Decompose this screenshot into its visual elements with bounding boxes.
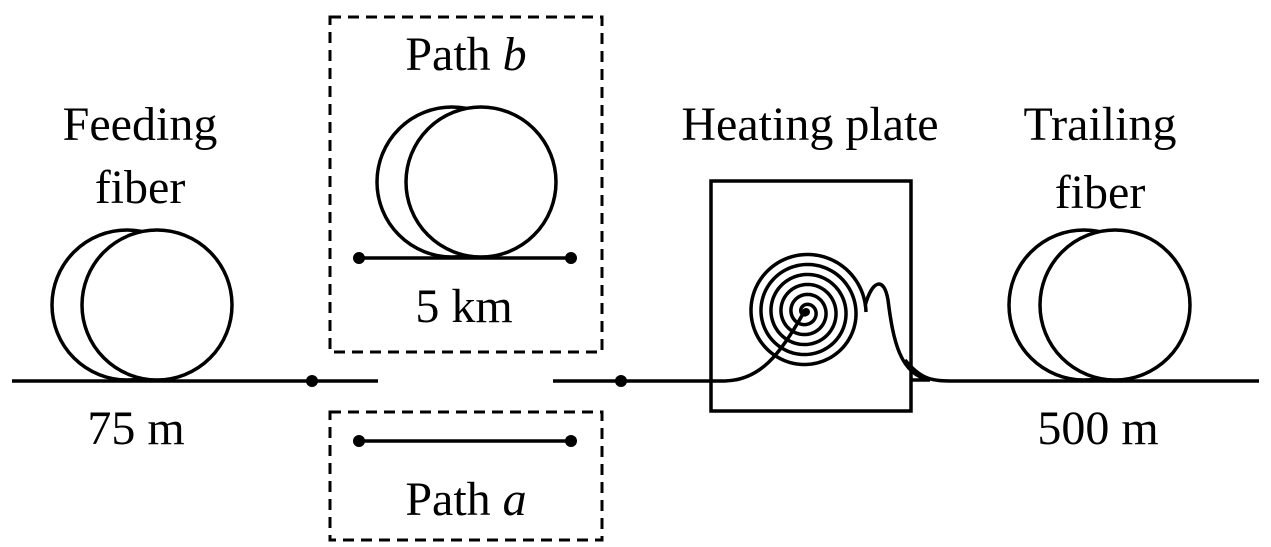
heater-fiber-in <box>711 311 806 383</box>
feeding-fiber-spool <box>50 228 234 382</box>
heating-plate-label: Heating plate <box>681 98 938 151</box>
path-a-box <box>328 410 604 542</box>
path-b-label: Path b <box>405 28 526 81</box>
spiral-center-dot <box>802 308 810 316</box>
trailing-fiber-label-line2: fiber <box>1055 166 1146 219</box>
junction-dot-right <box>615 375 627 387</box>
trailing-fiber-label-line1: Trailing <box>1024 98 1177 151</box>
path-b-length: 5 km <box>415 280 512 333</box>
trailing-fiber-length: 500 m <box>1037 402 1158 455</box>
path-b-box <box>328 15 604 354</box>
heater-fiber-out <box>863 282 931 382</box>
feeding-fiber-length: 75 m <box>87 402 184 455</box>
path-a-label: Path a <box>405 473 526 526</box>
fiber-line-right <box>903 358 1259 383</box>
trailing-fiber-spool <box>1007 228 1192 382</box>
junction-dot-left <box>306 375 318 387</box>
heating-plate <box>709 179 913 413</box>
heater-fiber-spiral <box>749 252 868 367</box>
feeding-fiber-label-line2: fiber <box>95 161 186 214</box>
feeding-fiber-label-line1: Feeding <box>63 98 218 151</box>
